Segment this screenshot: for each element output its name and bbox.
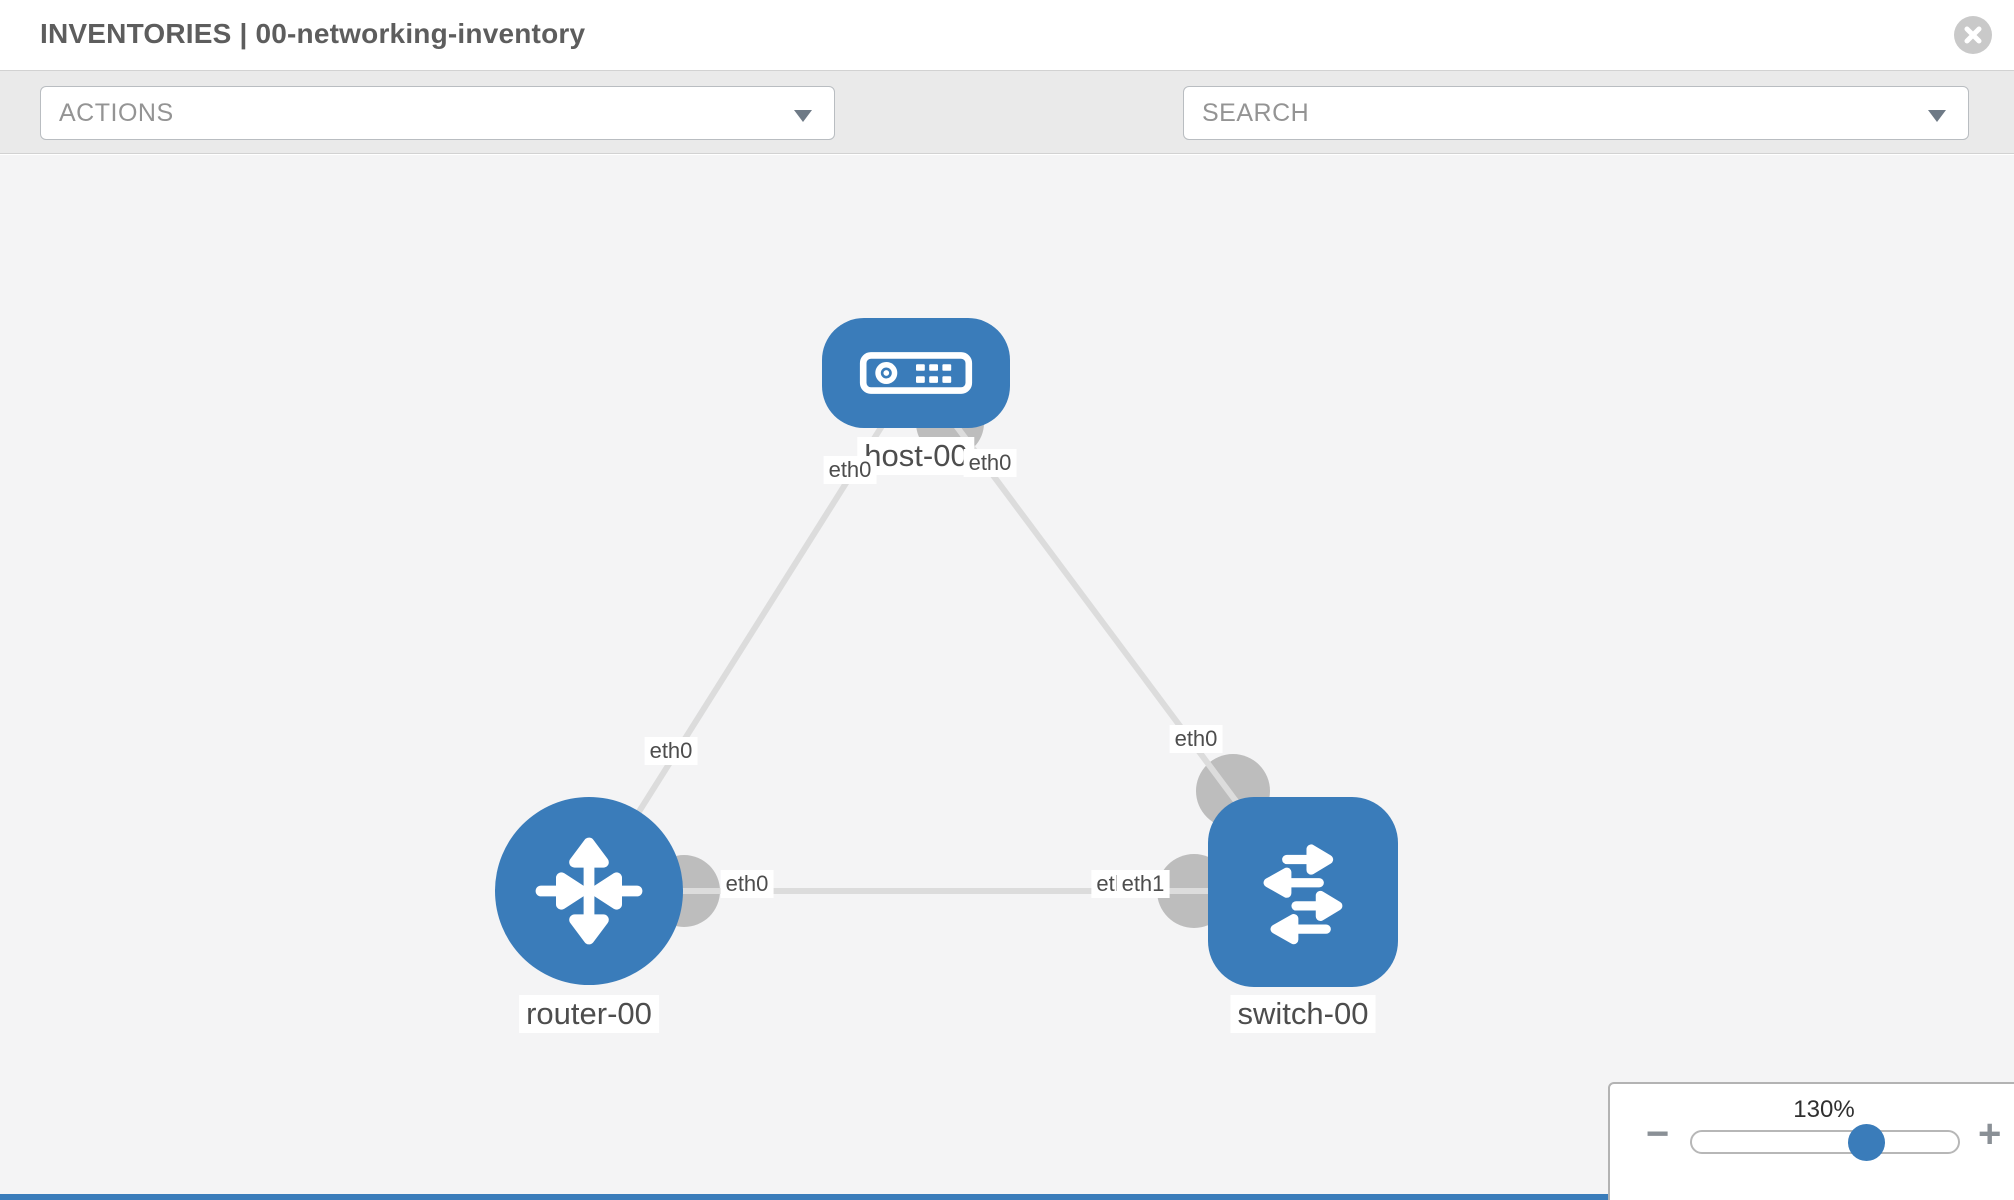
iface-label: eth1	[1116, 870, 1170, 898]
search-placeholder: SEARCH	[1202, 98, 1310, 127]
links-layer	[586, 370, 1306, 928]
iface-label: eth0	[1169, 725, 1223, 753]
iface-label: eth0	[720, 870, 774, 898]
page-title: INVENTORIES | 00-networking-inventory	[40, 18, 586, 49]
node-router[interactable]	[495, 797, 683, 985]
close-icon	[1964, 26, 1982, 44]
topology-canvas[interactable]: host-00 router-00 switch-00 eth0 eth0 et…	[0, 155, 2014, 1200]
actions-dropdown-label: ACTIONS	[59, 98, 174, 127]
zoom-slider-track[interactable]	[1690, 1124, 1960, 1161]
header: INVENTORIES | 00-networking-inventory	[0, 0, 2014, 70]
zoom-slider-thumb[interactable]	[1848, 1124, 1885, 1161]
actions-dropdown[interactable]: ACTIONS	[40, 86, 835, 140]
close-button[interactable]	[1954, 16, 1992, 54]
switch-icon	[1263, 844, 1343, 945]
iface-label: eth0	[963, 449, 1017, 477]
iface-label: eth0	[644, 737, 698, 765]
host-icon	[859, 352, 973, 394]
zoom-control-panel: 130% − +	[1608, 1082, 2014, 1200]
router-icon	[535, 837, 643, 945]
search-dropdown[interactable]: SEARCH	[1183, 86, 1969, 140]
chevron-down-icon	[1928, 110, 1946, 122]
zoom-in-button[interactable]: +	[1978, 1112, 2002, 1156]
node-label-switch: switch-00	[1230, 995, 1376, 1033]
node-label-router: router-00	[519, 995, 659, 1033]
node-switch[interactable]	[1208, 797, 1398, 987]
bottom-accent-bar	[0, 1194, 1608, 1200]
zoom-out-button[interactable]: −	[1646, 1112, 1670, 1156]
toolbar: ACTIONS SEARCH	[0, 70, 2014, 205]
node-label-host: host-00	[857, 437, 975, 475]
node-host[interactable]	[822, 318, 1010, 428]
iface-label: eth0	[823, 456, 877, 484]
chevron-down-icon	[794, 110, 812, 122]
zoom-level: 130%	[1793, 1096, 1855, 1123]
